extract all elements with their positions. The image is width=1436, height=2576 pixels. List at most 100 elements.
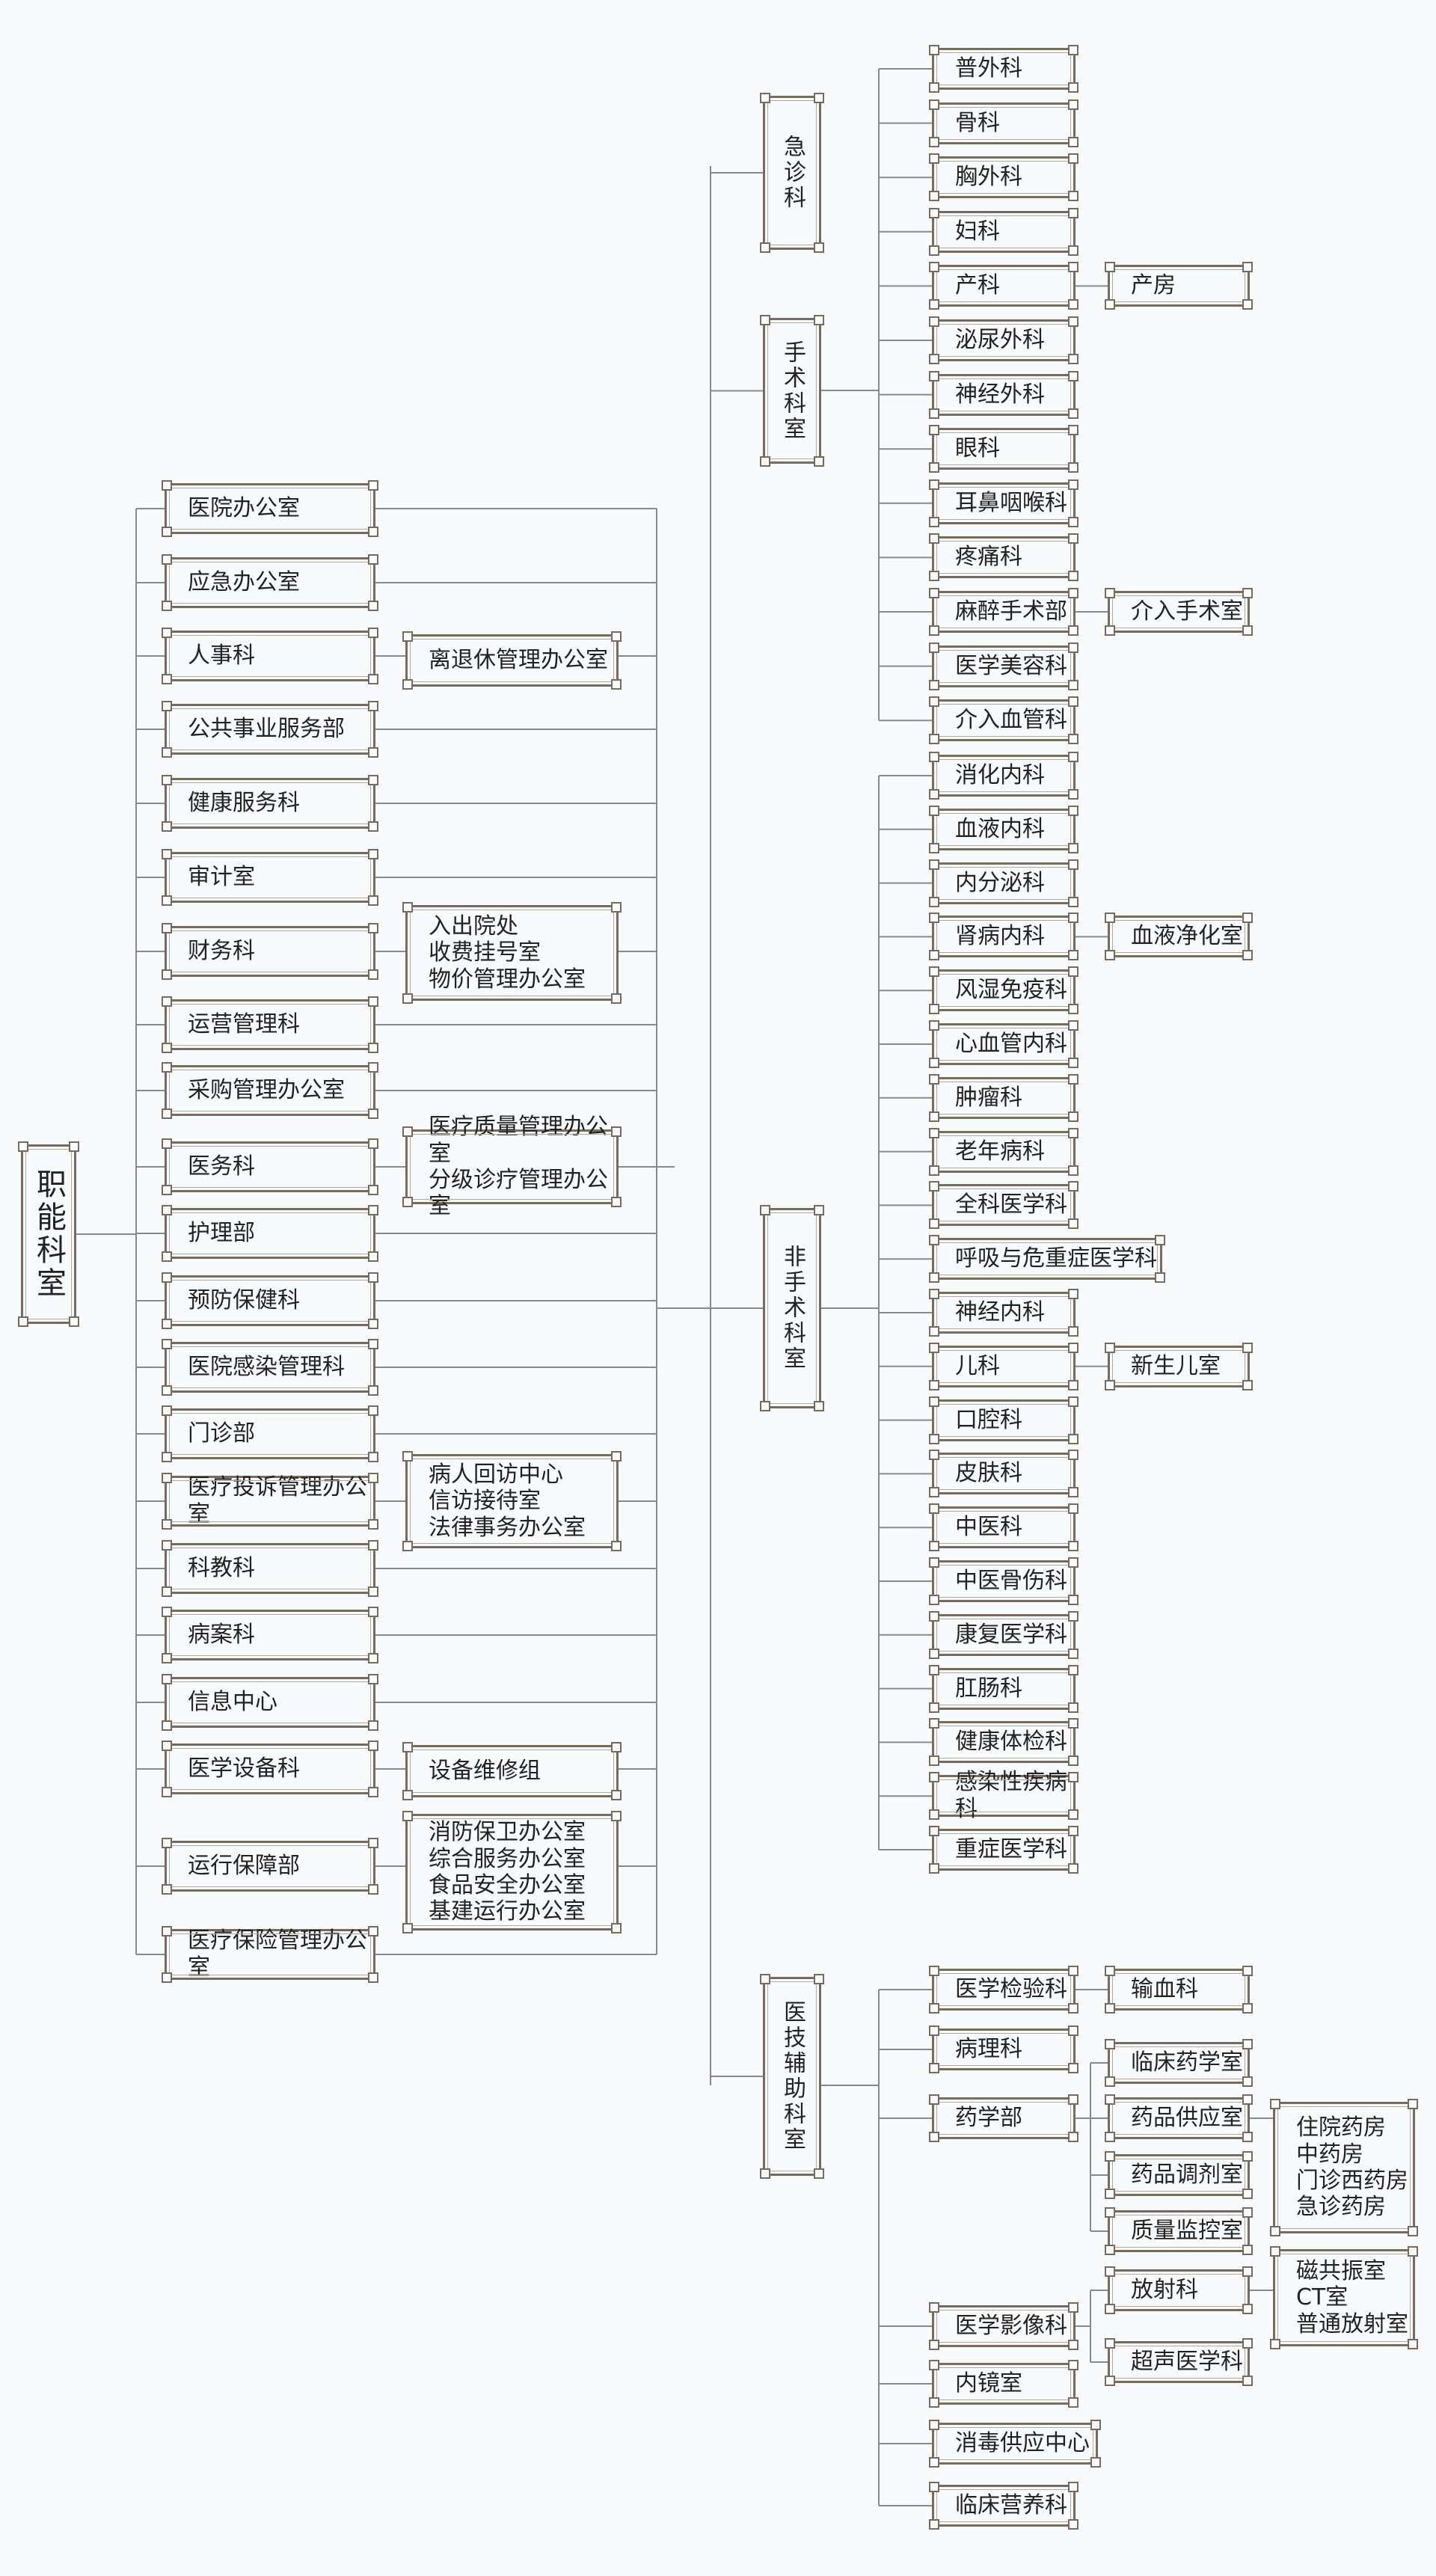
dept-box: 预防保健科	[162, 1272, 378, 1329]
group-box: 医技辅助科室	[760, 1974, 824, 2179]
corner-ornament	[1068, 408, 1078, 419]
corner-ornament	[1068, 1218, 1078, 1230]
corner-ornament	[368, 1653, 378, 1663]
corner-ornament	[1068, 966, 1078, 978]
corner-ornament	[929, 2482, 939, 2492]
dept-box-label: 病案科	[188, 1622, 255, 1648]
corner-ornament	[760, 1205, 770, 1215]
corner-ornament	[814, 456, 824, 467]
sub-dept-box: 设备维修组	[402, 1742, 622, 1800]
sub-dept-box-line: 收费挂号室	[429, 939, 541, 966]
corner-ornament	[162, 554, 172, 565]
nonsurgical-dept-box: 内分泌科	[929, 859, 1078, 907]
corner-ornament	[162, 1674, 172, 1684]
corner-ornament	[162, 701, 172, 711]
corner-ornament	[760, 2168, 770, 2179]
corner-ornament	[929, 805, 939, 816]
dept-box-label: 运行保障部	[188, 1853, 300, 1879]
group-box: 急诊科	[760, 93, 824, 253]
medtech-sub-box: 输血科	[1105, 1966, 1253, 2014]
nonsurgical-dept-box-label: 全科医学科	[955, 1192, 1067, 1218]
pharmacy-supply-box-line: 门诊西药房	[1296, 2168, 1408, 2194]
corner-ornament	[162, 1653, 172, 1663]
corner-ornament	[368, 1385, 378, 1396]
sub-dept-box-line: 食品安全办公室	[429, 1872, 586, 1898]
dept-box: 公共事业服务部	[162, 701, 378, 758]
pharmacy-sub-box: 药品供应室	[1105, 2094, 1253, 2142]
corner-ornament	[162, 1272, 172, 1283]
group-box-label: 医技辅助科室	[779, 2000, 806, 2153]
corner-ornament	[402, 1197, 413, 1207]
corner-ornament	[162, 1741, 172, 1751]
corner-ornament	[1068, 2397, 1078, 2408]
corner-ornament	[162, 1319, 172, 1329]
corner-ornament	[368, 701, 378, 711]
corner-ornament	[368, 1838, 378, 1848]
corner-ornament	[929, 99, 939, 110]
imaging-sub-box-label: 放射科	[1131, 2277, 1198, 2303]
corner-ornament	[1068, 913, 1078, 924]
corner-ornament	[1270, 2339, 1280, 2349]
surgical-sub-box-label: 介入手术室	[1131, 598, 1243, 625]
corner-ornament	[929, 1755, 939, 1767]
corner-ornament	[929, 734, 939, 745]
corner-ornament	[1105, 950, 1115, 961]
dept-box-label: 运营管理科	[188, 1011, 300, 1037]
surgical-dept-box: 麻醉手术部	[929, 588, 1078, 636]
corner-ornament	[929, 1610, 939, 1622]
surgical-dept-box: 神经外科	[929, 370, 1078, 419]
medtech-dept-box-label: 医学检验科	[955, 1976, 1067, 2002]
dept-box: 运行保障部	[162, 1838, 378, 1895]
sub-dept-box-line: 入出院处	[429, 913, 518, 939]
surgical-dept-box-label: 产科	[955, 272, 1000, 299]
pharmacy-supply-box: 住院药房中药房门诊西药房急诊药房	[1270, 2099, 1418, 2236]
medtech-sub-box-label: 输血科	[1131, 1976, 1198, 2002]
corner-ornament	[1242, 2207, 1253, 2218]
corner-ornament	[929, 913, 939, 924]
corner-ornament	[69, 1316, 79, 1327]
corner-ornament	[1242, 262, 1253, 273]
corner-ornament	[929, 1379, 939, 1390]
corner-ornament	[162, 1519, 172, 1530]
dept-box-label: 信息中心	[188, 1689, 277, 1715]
corner-ornament	[368, 554, 378, 565]
corner-ornament	[929, 1541, 939, 1552]
corner-ornament	[162, 1251, 172, 1262]
pharmacy-sub-box-label: 药品调剂室	[1131, 2162, 1243, 2188]
corner-ornament	[1068, 1648, 1078, 1659]
pharmacy-supply-box-line: 中药房	[1296, 2141, 1363, 2168]
corner-ornament	[1105, 913, 1115, 924]
surgical-dept-box-label: 骨科	[955, 109, 1000, 136]
group-box: 手术科室	[760, 315, 824, 467]
nonsurgical-dept-box: 康复医学科	[929, 1610, 1078, 1659]
corner-ornament	[1068, 479, 1078, 490]
corner-ornament	[1068, 1966, 1078, 1976]
corner-ornament	[1068, 842, 1078, 853]
dept-box: 护理部	[162, 1205, 378, 1262]
corner-ornament	[368, 1787, 378, 1797]
corner-ornament	[814, 1401, 824, 1411]
corner-ornament	[402, 1451, 413, 1462]
corner-ornament	[1068, 1450, 1078, 1461]
corner-ornament	[929, 859, 939, 870]
corner-ornament	[611, 1197, 622, 1207]
corner-ornament	[368, 969, 378, 980]
imaging-sub-box-label: 超声医学科	[1131, 2349, 1243, 2375]
corner-ornament	[1242, 1342, 1253, 1353]
corner-ornament	[162, 747, 172, 758]
corner-ornament	[611, 1742, 622, 1752]
corner-ornament	[929, 408, 939, 419]
corner-ornament	[929, 1772, 939, 1783]
corner-ornament	[162, 775, 172, 785]
nonsurgical-sub-box: 新生儿室	[1105, 1342, 1253, 1390]
corner-ornament	[611, 1790, 622, 1800]
nonsurgical-dept-box: 口腔科	[929, 1396, 1078, 1444]
corner-ornament	[1068, 533, 1078, 545]
corner-ornament	[162, 1787, 172, 1797]
corner-ornament	[611, 993, 622, 1004]
corner-ornament	[1270, 2246, 1280, 2257]
corner-ornament	[929, 679, 939, 690]
corner-ornament	[929, 462, 939, 473]
nonsurgical-dept-box: 风湿免疫科	[929, 966, 1078, 1015]
corner-ornament	[929, 425, 939, 436]
